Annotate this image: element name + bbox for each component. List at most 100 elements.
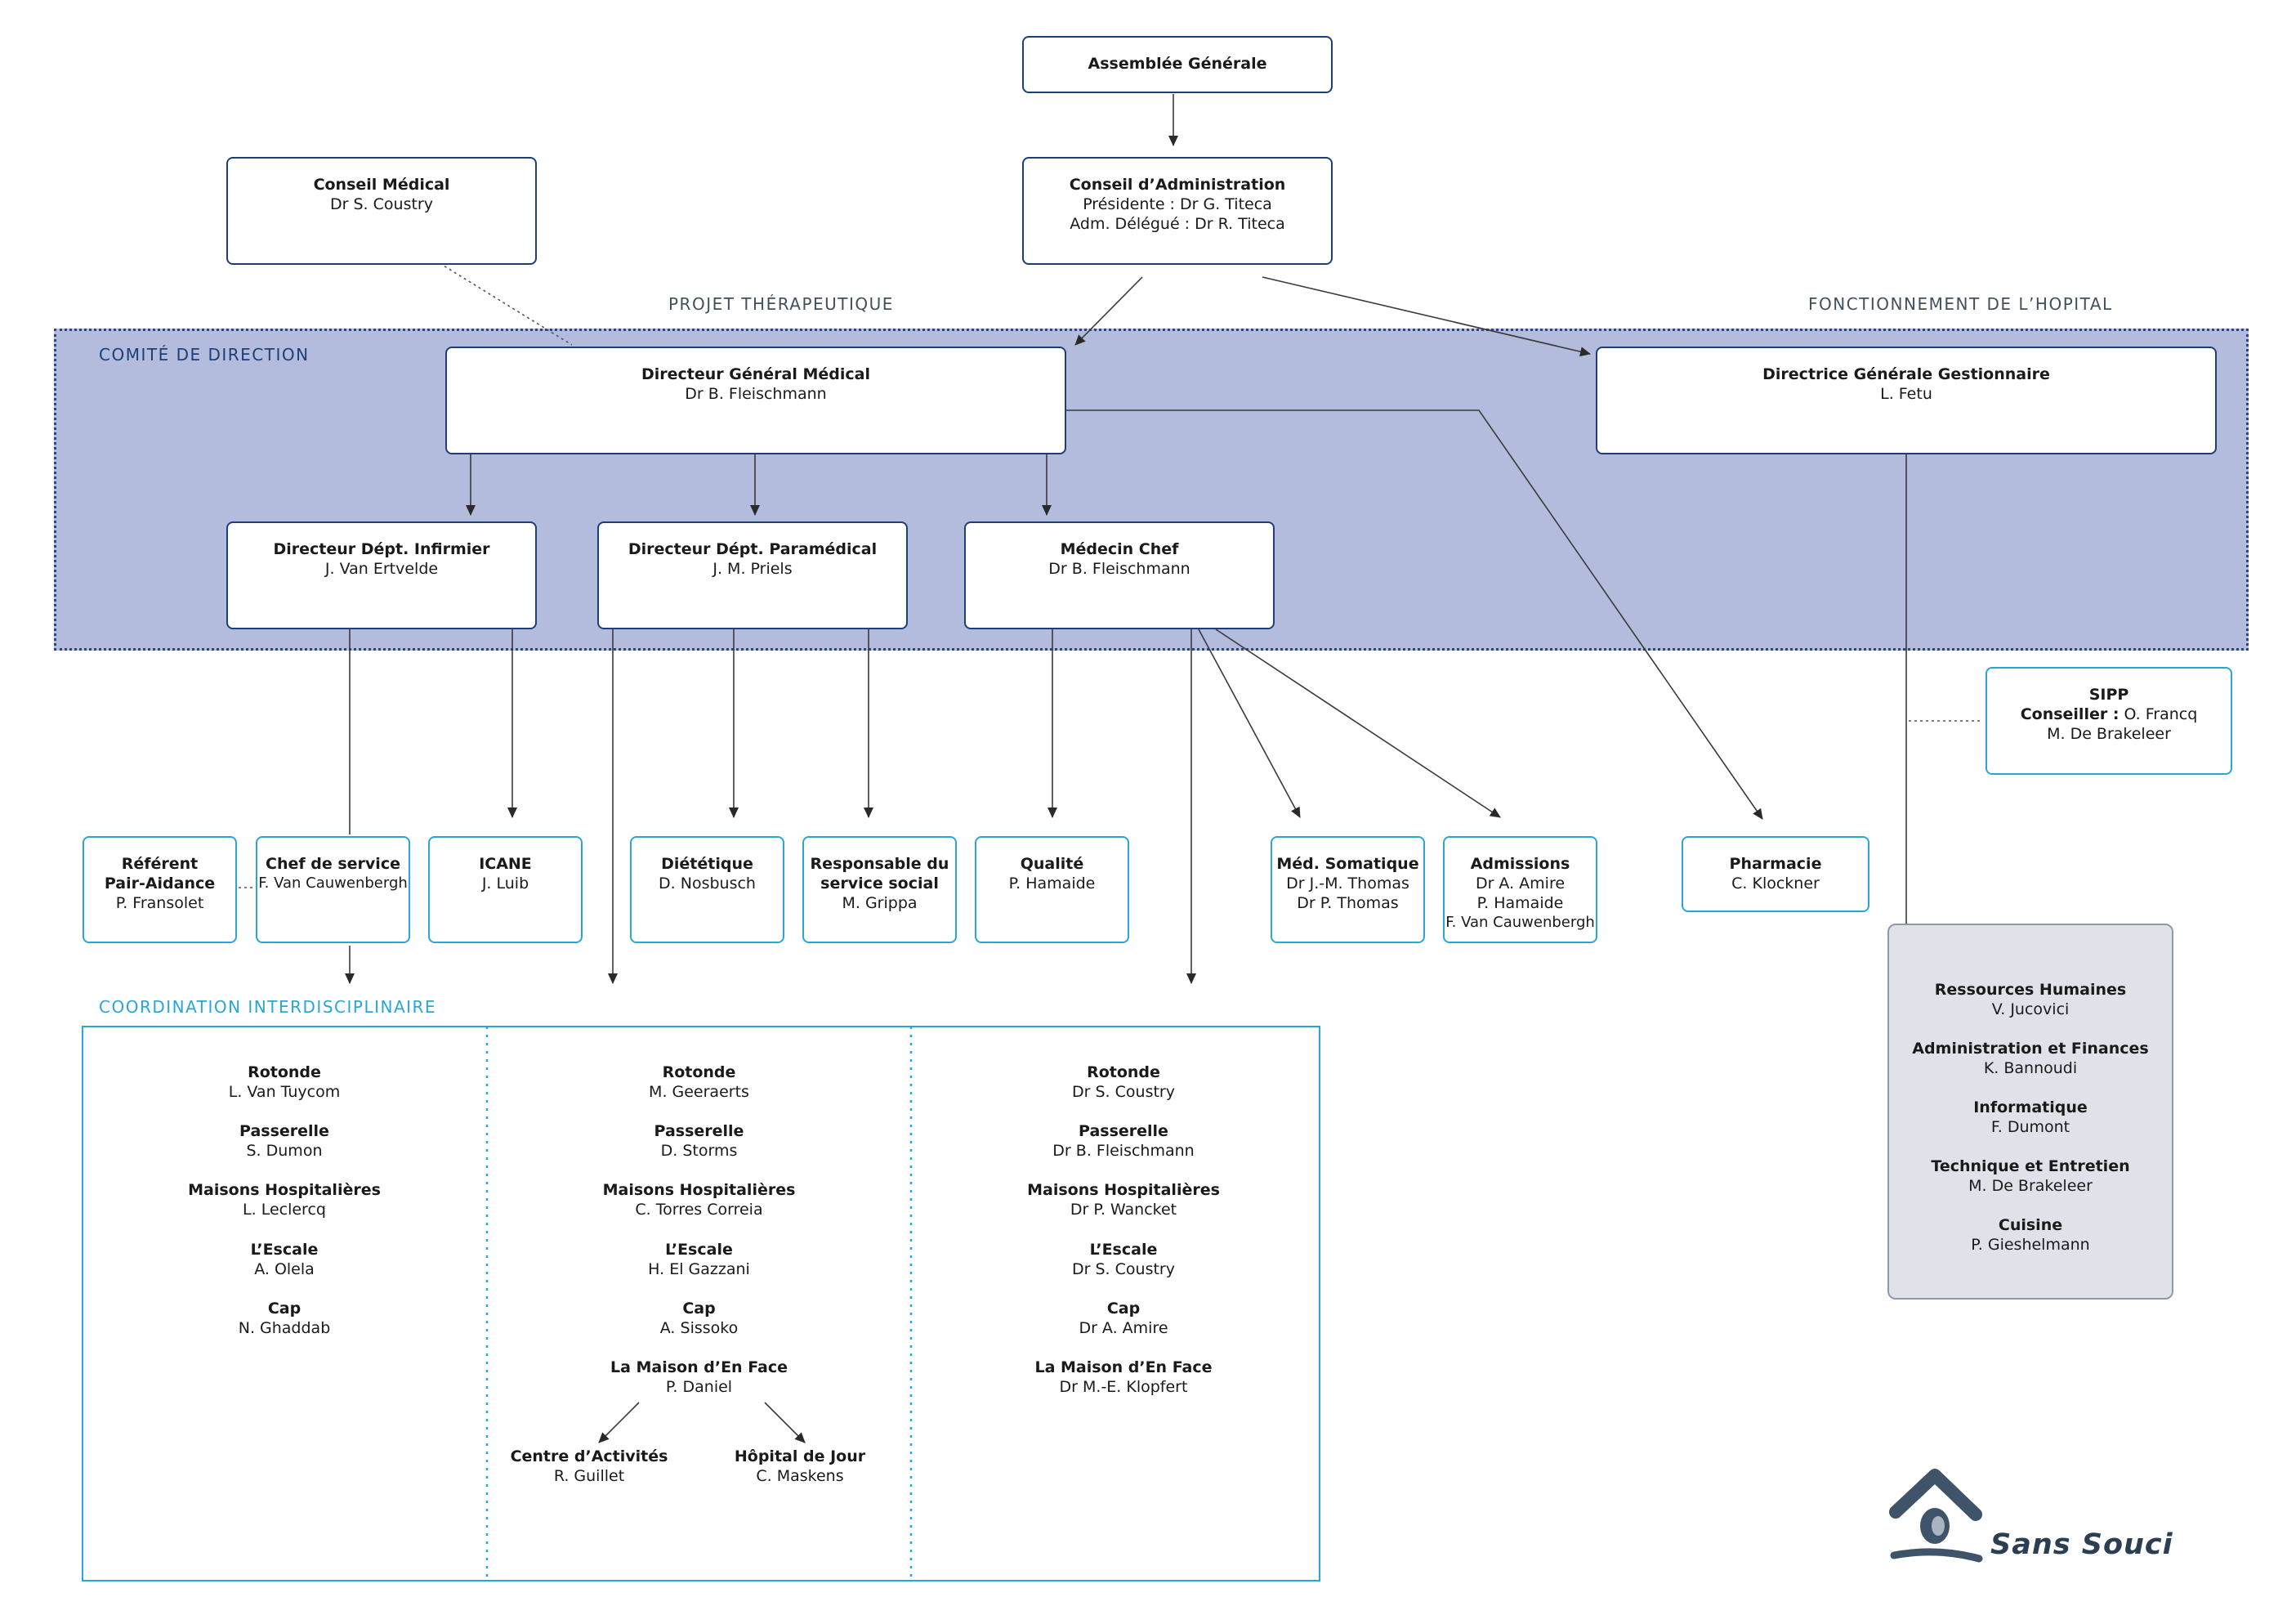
coord-entry-title: L’Escale bbox=[665, 1241, 733, 1259]
dg-gestionnaire-box: Directrice Générale Gestionnaire L. Fetu bbox=[1596, 347, 2217, 454]
pharmacie-name: C. Klockner bbox=[1731, 875, 1820, 893]
dietetique-name: D. Nosbusch bbox=[659, 875, 756, 893]
services-box: Ressources Humaines V. Jucovici Administ… bbox=[1887, 924, 2173, 1300]
service-social-title-2: service social bbox=[820, 875, 939, 893]
service-item-technique: Technique et Entretien M. De Brakeleer bbox=[1889, 1156, 2172, 1196]
coord-entry-title: Cap bbox=[1106, 1300, 1141, 1318]
sans-souci-logo-icon bbox=[1889, 1469, 1983, 1563]
conseil-admin-title: Conseil d’Administration bbox=[1069, 176, 1286, 194]
icane-title: ICANE bbox=[479, 855, 532, 873]
referent-name: P. Fransolet bbox=[115, 894, 204, 912]
coord-entry-name: M. Geeraerts bbox=[649, 1083, 749, 1101]
sipp-title: SIPP bbox=[2088, 686, 2129, 704]
service-title: Ressources Humaines bbox=[1934, 981, 2127, 999]
sipp-conseiller-label: Conseiller : bbox=[2020, 705, 2120, 723]
coord-entry-name: A. Olela bbox=[254, 1260, 315, 1278]
coord-entry-name: Dr B. Fleischmann bbox=[1052, 1142, 1195, 1160]
pharmacie-box: Pharmacie C. Klockner bbox=[1682, 836, 1869, 912]
qualite-box: Qualité P. Hamaide bbox=[975, 836, 1129, 943]
service-item-informatique: Informatique F. Dumont bbox=[1889, 1098, 2172, 1137]
coord-entry-name: L. Van Tuycom bbox=[228, 1083, 341, 1101]
coord-entry-title: Passerelle bbox=[239, 1122, 329, 1140]
referent-title-2: Pair-Aidance bbox=[104, 875, 216, 893]
coord-entry-title: Passerelle bbox=[1079, 1122, 1168, 1140]
chef-service-title: Chef de service bbox=[266, 855, 400, 873]
coord-entry-title: Rotonde bbox=[248, 1063, 321, 1081]
sipp-box: SIPP Conseiller : O. Francq M. De Brakel… bbox=[1986, 667, 2232, 775]
coord-entry-title: La Maison d’En Face bbox=[1034, 1358, 1213, 1376]
dir-paramedical-title: Directeur Dépt. Paramédical bbox=[628, 540, 878, 558]
service-name: M. De Brakeleer bbox=[1968, 1177, 2093, 1195]
coord-entry-name: S. Dumon bbox=[246, 1142, 323, 1160]
coord-entry-name: Dr M.-E. Klopfert bbox=[1059, 1378, 1188, 1396]
coord-entry-name: Dr A. Amire bbox=[1079, 1319, 1168, 1337]
chef-service-name: F. Van Cauwenbergh bbox=[258, 875, 408, 892]
admissions-box: Admissions Dr A. Amire P. Hamaide F. Van… bbox=[1443, 836, 1597, 943]
service-name: V. Jucovici bbox=[1991, 1000, 2070, 1018]
service-social-title-1: Responsable du bbox=[810, 855, 949, 873]
coord-entry: Passerelle Dr B. Fleischmann bbox=[911, 1121, 1336, 1161]
comite-label: COMITÉ DE DIRECTION bbox=[99, 345, 310, 365]
coordination-label: COORDINATION INTERDISCIPLINAIRE bbox=[99, 997, 437, 1017]
coord-entry-title: Maisons Hospitalières bbox=[1027, 1181, 1220, 1199]
coord-entry-name: N. Ghaddab bbox=[238, 1319, 331, 1337]
service-item-admin-finances: Administration et Finances K. Bannoudi bbox=[1889, 1039, 2172, 1078]
conseil-admin-delegue: Adm. Délégué : Dr R. Titeca bbox=[1070, 215, 1285, 233]
medecin-chef-title: Médecin Chef bbox=[1060, 540, 1179, 558]
medecin-chef-name: Dr B. Fleischmann bbox=[1048, 560, 1190, 578]
referent-pair-aidance-box: Référent Pair-Aidance P. Fransolet bbox=[83, 836, 237, 943]
projet-therapeutique-label: PROJET THÉRAPEUTIQUE bbox=[668, 294, 894, 314]
service-title: Cuisine bbox=[1998, 1216, 2063, 1234]
medecin-chef-box: Médecin Chef Dr B. Fleischmann bbox=[964, 521, 1275, 629]
dir-infirmier-name: J. Van Ertvelde bbox=[324, 560, 439, 578]
coord-entry-name: C. Maskens bbox=[756, 1467, 844, 1485]
coord-entry-name: C. Torres Correia bbox=[635, 1201, 763, 1219]
coord-entry-name: R. Guillet bbox=[553, 1467, 625, 1485]
coord-entry: La Maison d’En Face Dr M.-E. Klopfert bbox=[911, 1358, 1336, 1397]
coord-entry-title: Centre d’Activités bbox=[510, 1447, 668, 1465]
service-item-rh: Ressources Humaines V. Jucovici bbox=[1889, 980, 2172, 1019]
coord-sub-entry: Centre d’Activités R. Guillet bbox=[487, 1447, 691, 1486]
coord-entry-title: Cap bbox=[682, 1300, 716, 1318]
icane-name: J. Luib bbox=[481, 875, 529, 893]
coord-entry-name: Dr S. Coustry bbox=[1072, 1260, 1175, 1278]
coord-entry-title: L’Escale bbox=[250, 1241, 319, 1259]
sipp-name-1: O. Francq bbox=[2119, 705, 2198, 723]
coord-entry-title: L’Escale bbox=[1089, 1241, 1158, 1259]
service-social-box: Responsable du service social M. Grippa bbox=[802, 836, 957, 943]
assemblee-title: Assemblée Générale bbox=[1088, 55, 1267, 73]
coord-entry-title: Rotonde bbox=[1087, 1063, 1160, 1081]
coordination-area bbox=[82, 1026, 1320, 1581]
coord-entry-name: Dr S. Coustry bbox=[1072, 1083, 1175, 1101]
dg-medical-box: Directeur Général Médical Dr B. Fleischm… bbox=[445, 347, 1066, 454]
dg-medical-name: Dr B. Fleischmann bbox=[685, 385, 827, 403]
coord-entry-name: A. Sissoko bbox=[659, 1319, 739, 1337]
coord-entry: Rotonde M. Geeraerts bbox=[487, 1063, 911, 1102]
coord-entry-title: Cap bbox=[267, 1300, 302, 1318]
med-somatique-name-1: Dr J.-M. Thomas bbox=[1286, 875, 1409, 893]
dir-infirmier-title: Directeur Dépt. Infirmier bbox=[273, 540, 490, 558]
coord-entry-name: D. Storms bbox=[660, 1142, 738, 1160]
service-title: Informatique bbox=[1973, 1098, 2088, 1116]
coord-entry-title: Rotonde bbox=[662, 1063, 736, 1081]
conseil-medical-name: Dr S. Coustry bbox=[330, 195, 433, 213]
referent-title-1: Référent bbox=[121, 855, 199, 873]
conseil-medical-box: Conseil Médical Dr S. Coustry bbox=[226, 157, 537, 265]
dir-paramedical-name: J. M. Priels bbox=[712, 560, 793, 578]
pharmacie-title: Pharmacie bbox=[1729, 855, 1822, 873]
coord-entry-name: P. Daniel bbox=[665, 1378, 733, 1396]
conseil-admin-president: Présidente : Dr G. Titeca bbox=[1083, 195, 1272, 213]
dg-medical-title: Directeur Général Médical bbox=[641, 365, 870, 383]
